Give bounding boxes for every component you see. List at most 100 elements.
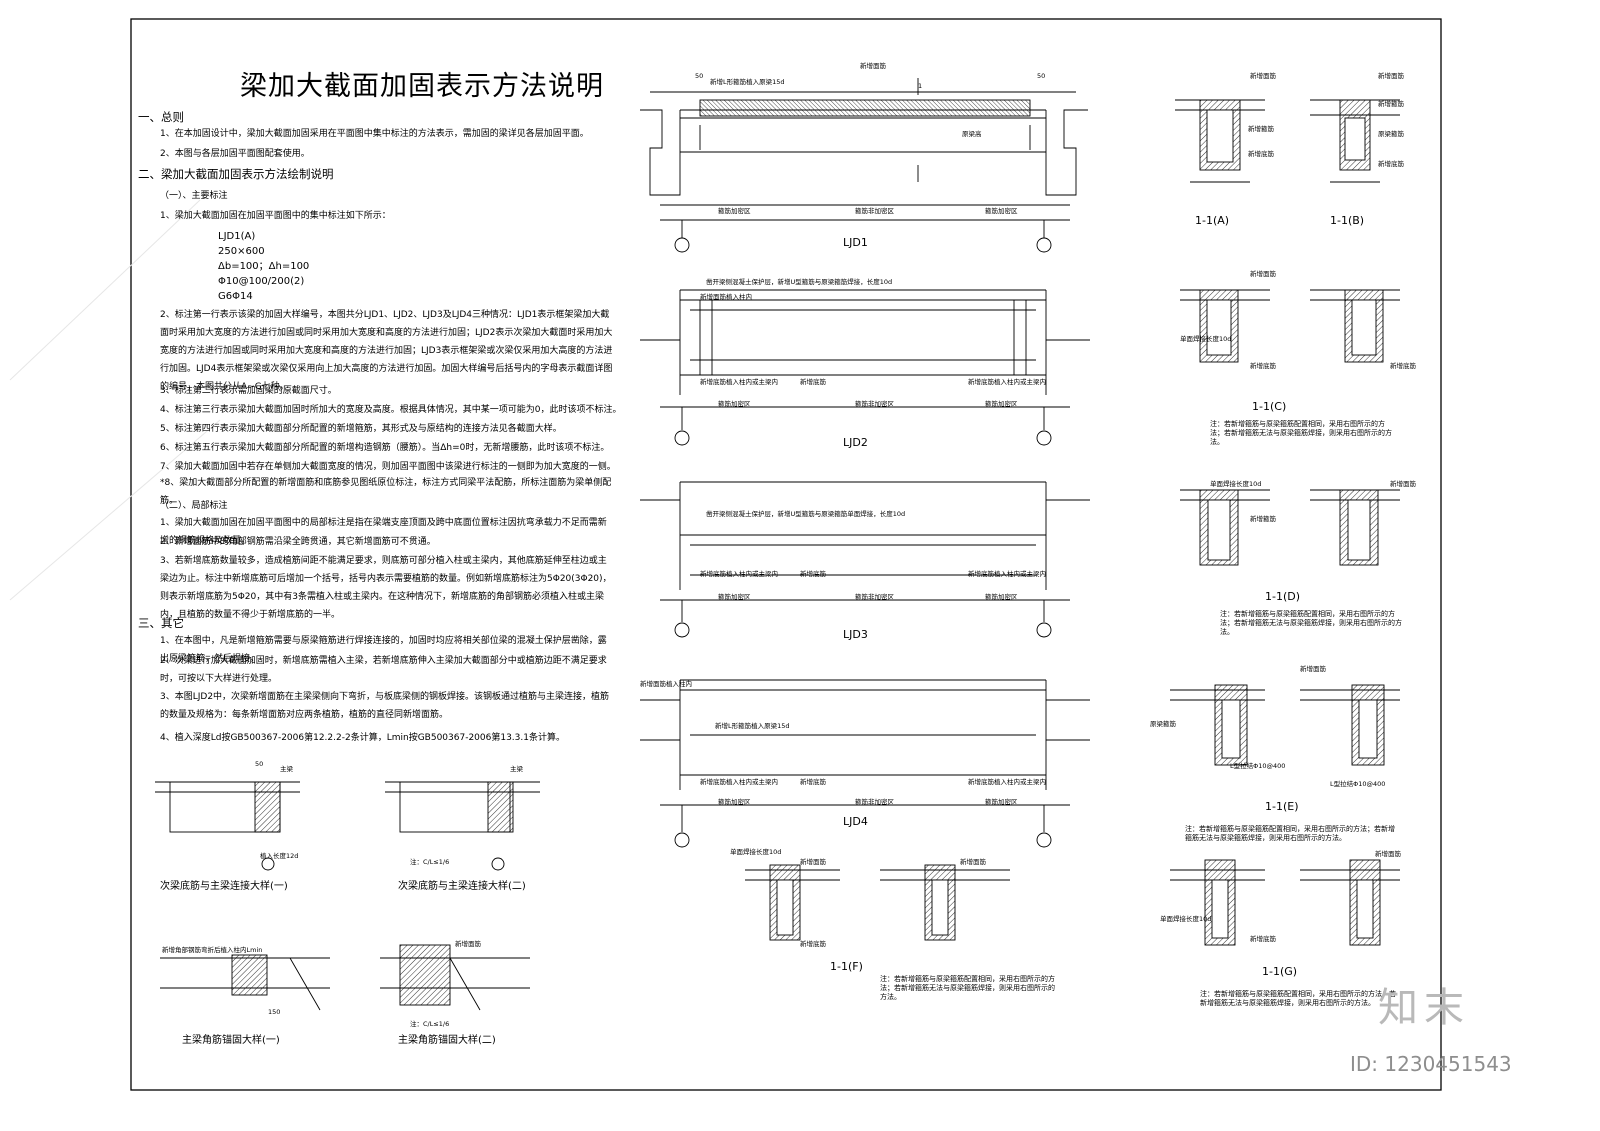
label-sec-a-top: 新增面筋: [1250, 72, 1276, 80]
watermark-strokes: [9, 199, 221, 601]
caption-sec-f: 1-1(F): [830, 960, 863, 973]
label-cl-2: 注：C/L≤1/6: [410, 1020, 450, 1028]
label-sec-g-top: 新增面筋: [1375, 850, 1401, 858]
label-dense-1: 箍筋加密区: [718, 207, 751, 215]
caption-sec-a: 1-1(A): [1195, 214, 1230, 227]
label-new-top-ljd1: 新增面筋: [860, 62, 886, 70]
label-sec-b-orig: 原梁箍筋: [1378, 130, 1404, 138]
label-sec-b-top: 新增面筋: [1378, 72, 1404, 80]
label-ljd2-note: 凿开梁侧混凝土保护层，新增U型箍筋与原梁箍筋焊接，长度10d: [706, 278, 893, 286]
detail-4: [380, 944, 530, 1011]
label-sec-d-stirrup: 新增箍筋: [1250, 515, 1276, 523]
section-b: [1310, 99, 1400, 183]
caption-ljd4: LJD4: [843, 815, 868, 828]
label-sec-a-bottom: 新增底筋: [1248, 150, 1274, 158]
note-sec-d: 注：若新增箍筋与原梁箍筋配置相同，采用右图所示的方法；若新增箍筋无法与原梁箍筋焊…: [1220, 610, 1402, 636]
label-sec-c-bottom: 新增底筋: [1250, 362, 1276, 370]
label-n50-1: 50: [695, 72, 704, 80]
label-ljd3-note: 凿开梁侧混凝土保护层，新增U型箍筋与原梁箍筋单面焊接，长度10d: [706, 510, 906, 518]
s2a-heading: （一）、主要标注: [160, 191, 228, 201]
s3-item-4: 4、植入深度Ld按GB500367-2006第12.2.2-2条计算，Lmin按…: [160, 733, 565, 743]
label-anchor-col-ljd3: 新增底筋植入柱内或主梁内: [700, 570, 778, 578]
label-nondense-1: 箍筋非加密区: [855, 207, 894, 215]
detail-3: [160, 954, 330, 1011]
detail-2: [385, 781, 540, 871]
label-sec-f-weld: 单面焊接长度10d: [730, 848, 782, 856]
label-sec-f-top: 新增面筋: [800, 858, 826, 866]
section-c: [1180, 289, 1400, 363]
label-sec-g-bottom: 新增底筋: [1250, 935, 1276, 943]
label-sec-c-bottom-r: 新增底筋: [1390, 362, 1416, 370]
label-main-beam-2: 主梁: [510, 765, 523, 773]
label-n50-2: 50: [1037, 72, 1046, 80]
label-new-bottom-ljd3: 新增底筋: [800, 570, 826, 578]
label-anchor-col-ljd4b: 新增底筋植入柱内或主梁内: [968, 778, 1046, 786]
s2a-item-6: 6、标注第五行表示梁加大截面部分所配置的新增构造钢筋（腰筋）。当Δh=0时，无新…: [160, 443, 610, 453]
label-p150: 150: [268, 1008, 281, 1016]
page-title: 梁加大截面加固表示方法说明: [240, 71, 604, 102]
section-e: [1170, 684, 1400, 766]
caption-sec-b: 1-1(B): [1330, 214, 1365, 227]
label-dense-8: 箍筋加密区: [985, 798, 1018, 806]
label-dense-3: 箍筋加密区: [718, 400, 751, 408]
s3-item-2: 2、次梁进行加大截面加固时，新增底筋需植入主梁，若新增底筋伸入主梁加大截面部分中…: [160, 656, 607, 684]
section-a: [1175, 99, 1265, 183]
caption-detail-3: 主梁角筋锚固大样(一): [182, 1035, 280, 1046]
label-anchor-col-ljd2: 新增底筋植入柱内或主梁内: [700, 378, 778, 386]
caption-sec-d: 1-1(D): [1265, 590, 1301, 603]
label-anchor12: 植入长度12d: [260, 852, 299, 860]
spec-line-5: G6Φ14: [218, 291, 253, 302]
label-nondense-2: 箍筋非加密区: [855, 400, 894, 408]
label-anchor-col-ljd2b: 新增底筋植入柱内或主梁内: [968, 378, 1046, 386]
note-sec-e: 注：若新增箍筋与原梁箍筋配置相同，采用右图所示的方法；若新增箍筋无法与原梁箍筋焊…: [1185, 825, 1395, 842]
section-2-heading: 二、梁加大截面加固表示方法绘制说明: [138, 167, 334, 181]
label-corner-note: 新增角部钢筋弯折后植入柱内Lmin: [162, 946, 263, 954]
label-anchor-top-ljd2: 新增面筋植入柱内: [700, 293, 752, 301]
label-sec-e-top: 新增面筋: [1300, 665, 1326, 673]
label-sec-e-bar: L型拉结Φ10@400: [1230, 762, 1286, 770]
label-dense-5: 箍筋加密区: [718, 593, 751, 601]
caption-detail-4: 主梁角筋锚固大样(二): [398, 1035, 496, 1046]
label-anchor-col-ljd3b: 新增底筋植入柱内或主梁内: [968, 570, 1046, 578]
label-one-1: 1: [918, 82, 923, 90]
s2a-item-7: 7、梁加大截面加固中若存在单侧加大截面宽度的情况，则加固平面图中该梁进行标注的一…: [160, 462, 616, 472]
label-dense-2: 箍筋加密区: [985, 207, 1018, 215]
label-dense-7: 箍筋加密区: [718, 798, 751, 806]
section-g: [1170, 859, 1400, 946]
watermark-id: ID: 1230451543: [1350, 1052, 1512, 1076]
label-sec-e-orig: 原梁箍筋: [1150, 720, 1176, 728]
s2b-item-2: 2、新增面筋中的角部钢筋需沿梁全跨贯通，其它新增面筋可不贯通。: [160, 537, 436, 547]
label-beam-height: 原梁高: [962, 130, 982, 138]
section-d: [1180, 489, 1400, 566]
ljd3-elevation: [640, 481, 1090, 638]
note-sec-g: 注：若新增箍筋与原梁箍筋配置相同，采用右图所示的方法；若新增箍筋无法与原梁箍筋焊…: [1200, 990, 1396, 1007]
caption-detail-2: 次梁底筋与主梁连接大样(二): [398, 881, 526, 892]
label-ljd4-note: 新增L形箍筋植入原梁15d: [715, 722, 790, 730]
spec-line-3: Δb=100；Δh=100: [218, 261, 310, 272]
label-sec-c-weld: 单面焊接长度10d: [1180, 335, 1232, 343]
label-sec-a-stirrup: 新增箍筋: [1248, 125, 1274, 133]
label-sec-d-weld: 单面焊接长度10d: [1210, 480, 1262, 488]
label-sec-f-top-r: 新增面筋: [960, 858, 986, 866]
spec-line-1: LJD1(A): [218, 231, 256, 242]
label-n50-det1: 50: [255, 760, 264, 768]
label-anchor-top-ljd4: 新增面筋植入柱内: [640, 680, 692, 688]
caption-sec-e: 1-1(E): [1265, 800, 1299, 813]
label-ljd1-note: 新增L形箍筋植入原梁15d: [710, 78, 785, 86]
section-1-heading: 一、总则: [138, 110, 184, 124]
s2a-intro: 1、梁加大截面加固在加固平面图中的集中标注如下所示：: [160, 211, 391, 221]
label-anchor-col-ljd4: 新增底筋植入柱内或主梁内: [700, 778, 778, 786]
label-sec-d-top: 新增面筋: [1390, 480, 1416, 488]
sheet-border: [130, 18, 1442, 1091]
ljd1-elevation: [640, 78, 1088, 253]
watermark-logo: 知末: [1378, 985, 1470, 1031]
label-sec-b-bottom: 新增底筋: [1378, 160, 1404, 168]
label-nondense-4: 箍筋非加密区: [855, 798, 894, 806]
s2a-item-3: 3、标注第二行表示需加固梁的原截面尺寸。: [160, 386, 337, 396]
s1-item-2: 2、本图与各层加固平面图配套使用。: [160, 149, 310, 159]
caption-detail-1: 次梁底筋与主梁连接大样(一): [160, 881, 288, 892]
note-sec-c: 注：若新增箍筋与原梁箍筋配置相同，采用右图所示的方法；若新增箍筋无法与原梁箍筋焊…: [1210, 420, 1392, 446]
label-new-bottom-ljd4: 新增底筋: [800, 778, 826, 786]
label-main-beam-1: 主梁: [280, 765, 293, 773]
